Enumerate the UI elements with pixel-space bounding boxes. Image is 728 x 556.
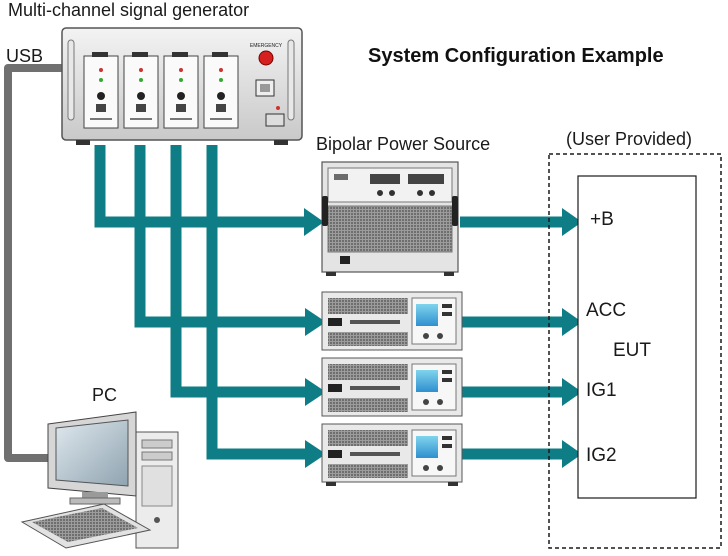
pc-keyboard: [20, 503, 152, 549]
generator-channel-modules: [83, 52, 239, 129]
terminal-label-ig2: IG2: [586, 445, 617, 466]
terminal-label-acc: ACC: [586, 300, 627, 321]
eut-label: EUT: [613, 340, 651, 361]
terminal-label-ig1: IG1: [586, 380, 617, 401]
arrowhead: [562, 378, 582, 406]
line-acc: [134, 145, 312, 328]
bipolar-power-source: [321, 161, 459, 276]
user-provided-box: [548, 153, 722, 549]
eut-box: [577, 175, 697, 499]
arrowheads: [304, 208, 582, 468]
user-provided-label: (User Provided): [566, 129, 693, 149]
arrowhead: [305, 378, 326, 406]
arrowhead: [562, 208, 582, 236]
arrowhead: [562, 308, 582, 336]
signal-generator: EMERGENCY: [61, 27, 303, 145]
power-supply-ig2: [321, 423, 463, 486]
emergency-button: [258, 50, 274, 66]
usb-label: USB: [6, 46, 44, 66]
pc-label: PC: [92, 385, 118, 405]
power-supply-acc: [321, 291, 463, 351]
arrowhead: [304, 208, 324, 236]
terminal-label-plus-b: +B: [590, 209, 614, 230]
diagram-title: System Configuration Example: [368, 45, 664, 67]
emergency-label: EMERGENCY: [250, 43, 283, 49]
bipolar-label: Bipolar Power Source: [316, 134, 491, 154]
arrowhead: [305, 308, 326, 336]
pc: [20, 411, 179, 549]
arrowhead: [305, 440, 326, 468]
power-supply-ig1: [321, 357, 463, 417]
generator-label: Multi-channel signal generator: [8, 0, 250, 20]
line-ig2: [206, 145, 312, 460]
pc-monitor: [47, 411, 137, 505]
line-ig1: [170, 145, 312, 398]
usb-cable: [4, 64, 62, 462]
line-plus-b: [94, 145, 310, 228]
arrowhead: [562, 440, 582, 468]
signal-lines: [94, 145, 568, 460]
